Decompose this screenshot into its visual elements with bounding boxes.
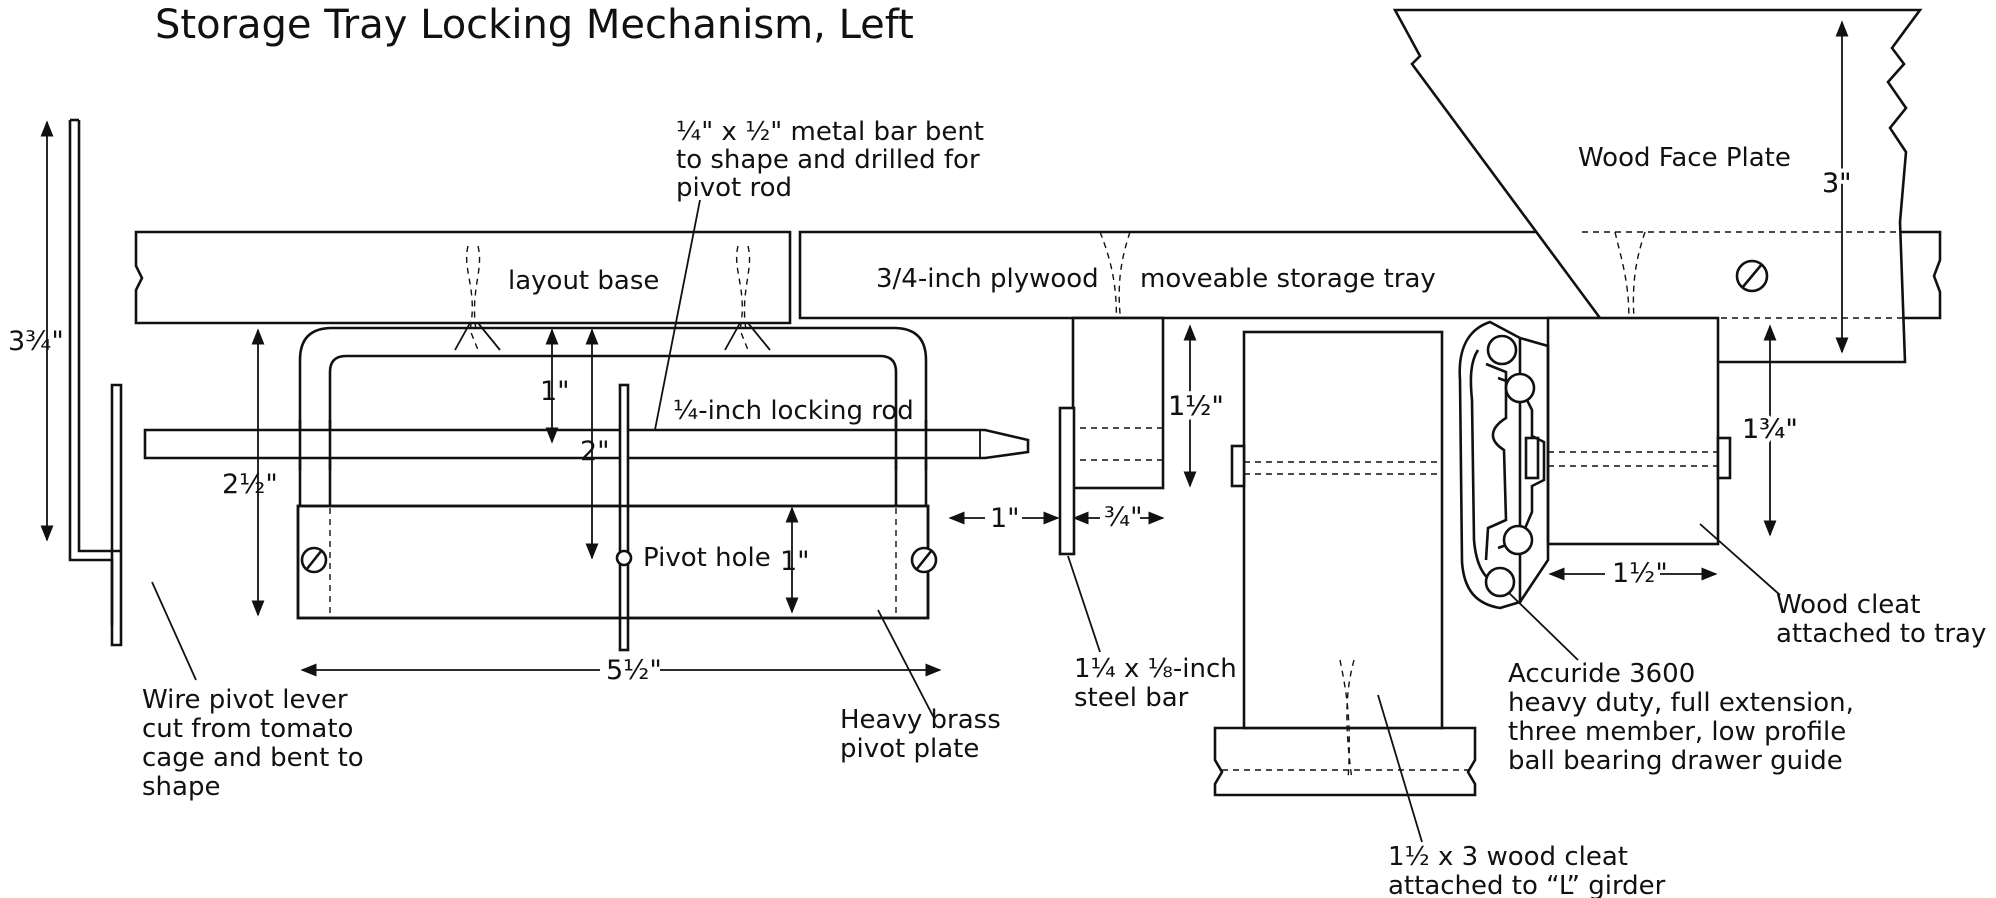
tray-cleat-label: Wood cleat attached to tray: [1776, 590, 1986, 649]
plywood-label: 3/4-inch plywood: [876, 264, 1099, 294]
pivot-pin: [618, 383, 630, 652]
tray-wood-cleat: [1546, 316, 1720, 546]
gap-1in-dim: 1": [990, 503, 1020, 534]
storage-tray-label: moveable storage tray: [1140, 264, 1436, 294]
tray-cleat-leader: [1699, 523, 1781, 596]
svg-text:1½": 1½": [1168, 391, 1224, 422]
metal-bar-label: ¼" x ½" metal bar bent to shape and dril…: [676, 117, 992, 203]
wood-face-plate: [1392, 8, 1923, 364]
face-plate-label: Wood Face Plate: [1578, 143, 1791, 173]
metal-bar-bracket: [298, 326, 928, 508]
girder-cleat-leader: [1377, 694, 1423, 843]
diagram-title: Storage Tray Locking Mechanism, Left: [155, 2, 914, 48]
layout-base: [134, 230, 792, 325]
pivot-hole-label: Pivot hole: [643, 543, 771, 573]
pivot-hole-icon: [615, 549, 633, 567]
wire-lever-leader: [151, 581, 197, 681]
layout-base-label: layout base: [508, 266, 659, 296]
girder-cleat-tab: [1230, 444, 1246, 488]
face-3in-dim: 3": [1822, 168, 1852, 199]
tray-cleat-tab-left: [1524, 436, 1540, 480]
screw-tray: [1099, 231, 1125, 339]
brass-plate-label: Heavy brass pivot plate: [840, 705, 1009, 764]
ball-bearing-drawer-guide: [1458, 320, 1550, 610]
width-5half-dim: 5½": [606, 655, 662, 686]
bar-3quarter-dim: ¾": [1104, 502, 1143, 533]
wire-pivot-lever: [68, 118, 123, 647]
cleat-1three-quarter-dim: 1¾": [1742, 414, 1798, 445]
accuride-label: Accuride 3600 heavy duty, full extension…: [1508, 659, 1862, 776]
plate-screw-left: [300, 546, 328, 574]
gap-1in-top-dim: 1": [540, 376, 570, 407]
block-1half-dim: 1½": [1168, 391, 1224, 422]
brass-pivot-plate: [296, 504, 930, 620]
plate-1in-dim: 1": [780, 546, 810, 577]
brass-plate-leader: [877, 609, 935, 719]
cleat-1half-width-dim: 1½": [1612, 558, 1668, 589]
accuride-leader: [1507, 591, 1579, 661]
face-3in-dim-bg: 3": [1822, 168, 1852, 199]
tray-cleat-tab-right: [1716, 436, 1732, 480]
l-girder: [1213, 726, 1477, 797]
screw-face-plate: [1614, 231, 1630, 341]
small-block: [1071, 316, 1165, 490]
wire-lever-label: Wire pivot lever cut from tomato cage an…: [142, 685, 372, 802]
girder-cleat-label: 1½ x 3 wood cleat attached to “L” girder: [1388, 842, 1666, 898]
metal-bar-leader: [651, 199, 701, 446]
steel-bar-leader: [1067, 555, 1101, 653]
bracket-height-dim: 2½": [222, 469, 278, 500]
rod-2in-dim: 2": [580, 436, 610, 467]
lever-height-dim: 3¾": [8, 326, 64, 357]
screw-girder-cleat: [1339, 659, 1350, 781]
svg-text:1¾": 1¾": [1742, 414, 1798, 445]
face-plate-screw: [1735, 259, 1769, 293]
steel-bar: [1058, 406, 1076, 556]
locking-rod-label: ¼-inch locking rod: [673, 396, 914, 426]
steel-bar-label: 1¼ x ⅛-inch steel bar: [1074, 654, 1245, 713]
girder-wood-cleat: [1242, 330, 1444, 730]
plate-screw-right: [910, 546, 938, 574]
